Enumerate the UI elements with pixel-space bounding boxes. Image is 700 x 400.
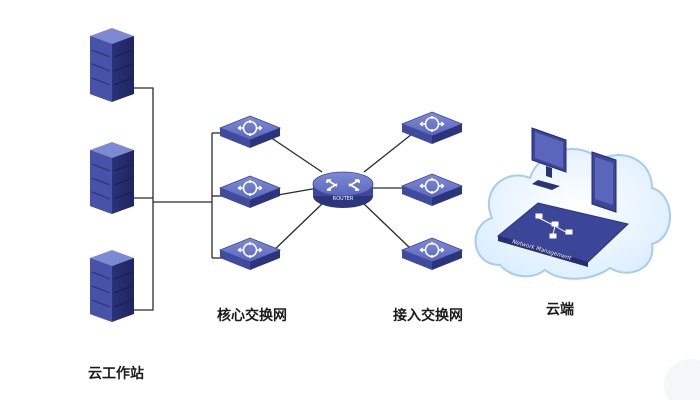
access-switch-1 <box>401 111 463 145</box>
workstation-rack-group <box>89 27 135 323</box>
router-label: ROUTER <box>333 196 354 202</box>
connection-lines <box>133 87 413 311</box>
access-switch-3 <box>401 237 463 271</box>
server-rack-2 <box>89 141 135 215</box>
panel-mini-nodes-icon <box>535 213 573 239</box>
core-switch-3 <box>219 237 281 271</box>
server-rack-1 <box>89 27 135 103</box>
router-access1-link <box>363 133 413 173</box>
core1-router-link <box>269 136 323 173</box>
router-access3-link <box>361 201 411 249</box>
access-switch-label: 接入交换网 <box>393 308 463 324</box>
corner-glow <box>664 359 700 400</box>
server-rack-3 <box>89 249 135 323</box>
core-switch-label: 核心交换网 <box>217 308 287 324</box>
core3-router-link <box>269 201 325 255</box>
workstation-label: 云工作站 <box>88 366 144 382</box>
router-icon: ROUTER <box>312 171 374 208</box>
core-switch-1 <box>219 115 281 149</box>
core-switch-2 <box>219 175 281 209</box>
monitor-icon <box>531 127 567 190</box>
workstation-bus-line <box>133 87 154 311</box>
cloud-label: 云端 <box>546 302 574 318</box>
tablet-icon <box>591 151 617 213</box>
access-switch-2 <box>401 173 463 207</box>
